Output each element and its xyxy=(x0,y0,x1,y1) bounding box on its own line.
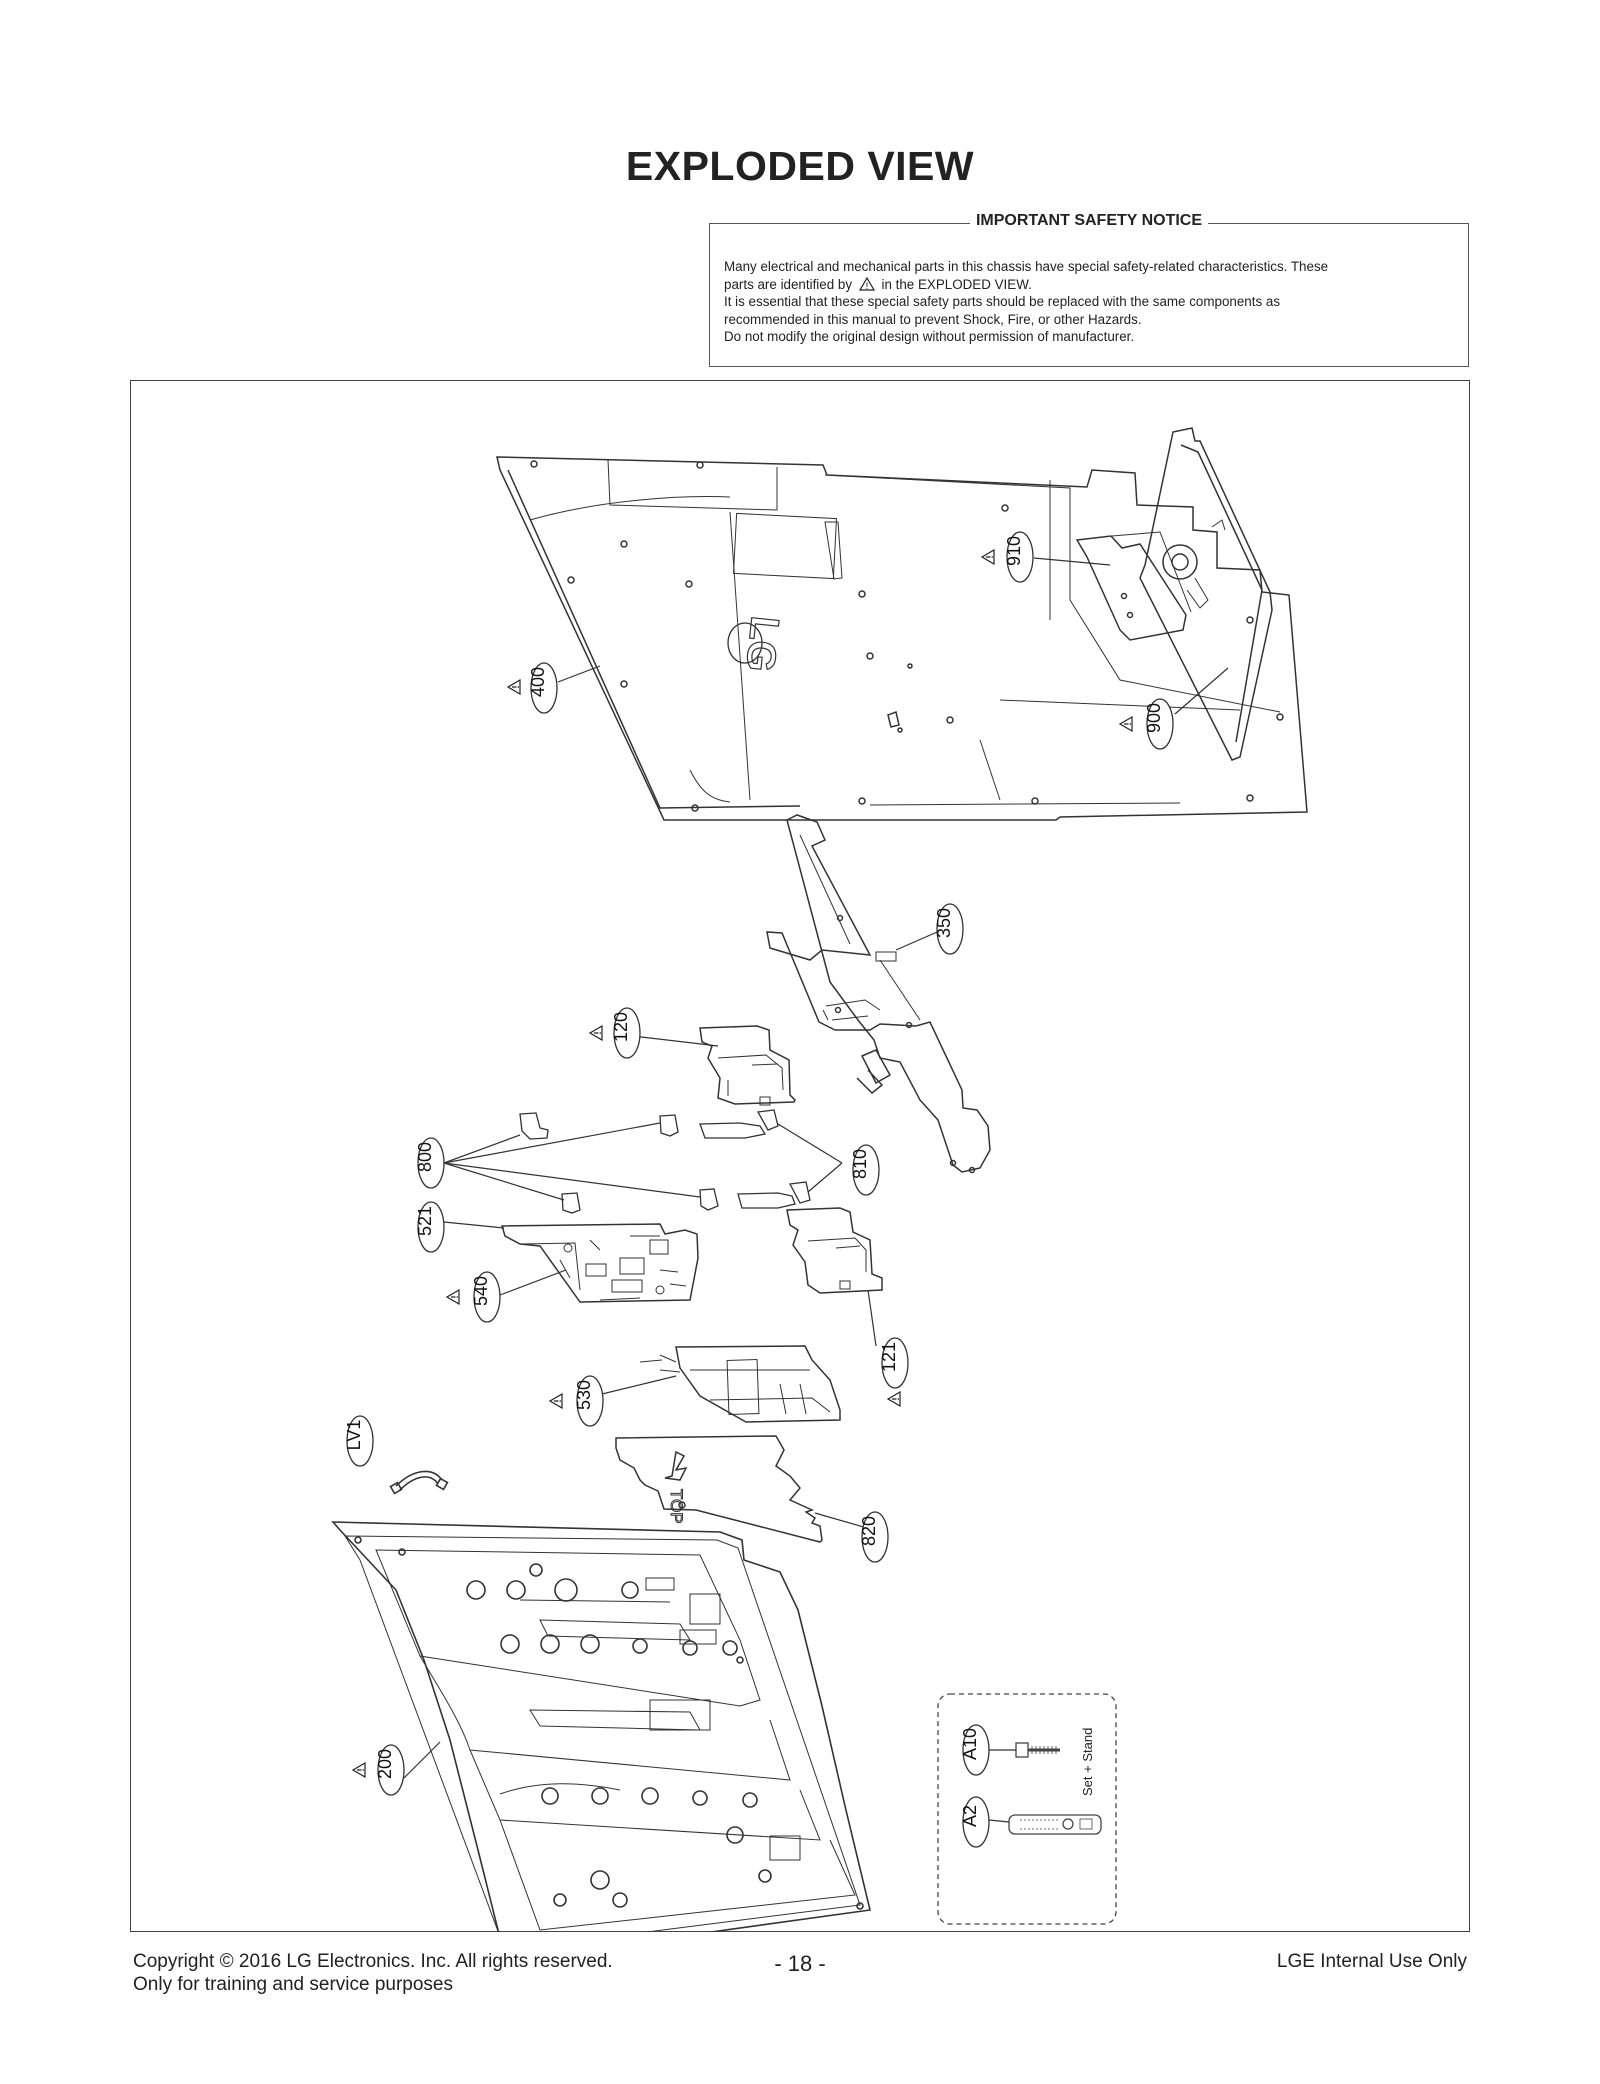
svg-text:530: 530 xyxy=(574,1380,594,1410)
footer-left: Copyright © 2016 LG Electronics. Inc. Al… xyxy=(133,1950,613,1996)
callout-121: 121 xyxy=(879,1337,909,1407)
warning-triangle-icon: ! xyxy=(858,276,875,291)
notice-line-4: recommended in this manual to prevent Sh… xyxy=(724,311,1142,327)
svg-text:810: 810 xyxy=(850,1149,870,1179)
page-title: EXPLODED VIEW xyxy=(625,143,975,189)
diagram-frame xyxy=(130,380,1470,1932)
back-cover-part: LG xyxy=(496,456,1308,821)
bracket-rail-part xyxy=(766,814,991,1174)
callout-900: 900 xyxy=(1119,698,1174,750)
svg-text:540: 540 xyxy=(471,1276,491,1306)
callouts: 400 910 900 350 120 800 810 xyxy=(344,531,1174,1848)
small-bracket-parts xyxy=(519,1109,811,1214)
screw-part xyxy=(1015,1742,1060,1758)
callout-910: 910 xyxy=(981,531,1034,583)
main-board-part xyxy=(500,1223,699,1303)
svg-text:LG: LG xyxy=(737,614,787,674)
accessories-box: Set + Stand xyxy=(937,1693,1117,1925)
display-module-part xyxy=(331,1521,871,1932)
page-number: - 18 - xyxy=(774,1951,826,1976)
svg-text:521: 521 xyxy=(415,1206,435,1236)
remote-control-part xyxy=(1008,1814,1102,1835)
safety-notice-box: IMPORTANT SAFETY NOTICE Many electrical … xyxy=(709,212,1469,367)
callout-a2: A2 xyxy=(960,1796,990,1848)
callout-lv1: LV1 xyxy=(344,1415,374,1467)
notice-line-3: It is essential that these special safet… xyxy=(724,294,1281,310)
callout-200: 200 xyxy=(352,1744,405,1796)
svg-text:121: 121 xyxy=(879,1342,899,1372)
callout-120: 120 xyxy=(589,1007,641,1059)
svg-text:400: 400 xyxy=(528,667,548,697)
svg-text:120: 120 xyxy=(611,1012,631,1042)
insulator-sheet-part: TOP xyxy=(615,1435,823,1543)
callout-530: 530 xyxy=(549,1375,604,1427)
callout-521: 521 xyxy=(415,1201,445,1253)
callout-400: 400 xyxy=(507,662,558,714)
svg-text:350: 350 xyxy=(934,908,954,938)
callout-a10: A10 xyxy=(960,1724,990,1776)
notice-line-5: Do not modify the original design withou… xyxy=(724,329,1135,345)
shield-bracket-121-part xyxy=(786,1207,883,1294)
svg-text:800: 800 xyxy=(415,1142,435,1172)
svg-text:910: 910 xyxy=(1004,536,1024,566)
svg-text:LV1: LV1 xyxy=(344,1420,364,1451)
shield-bracket-120-part xyxy=(699,1025,796,1106)
svg-text:A10: A10 xyxy=(960,1728,980,1760)
callout-350: 350 xyxy=(934,903,964,955)
safety-notice-text: Many electrical and mechanical parts in … xyxy=(724,258,1454,346)
svg-text:900: 900 xyxy=(1144,703,1164,733)
callout-800: 800 xyxy=(415,1137,445,1189)
callout-810: 810 xyxy=(850,1144,880,1196)
notice-line-2: parts are identified by ! in the EXPLODE… xyxy=(724,276,1454,294)
notice-line-2a: parts are identified by xyxy=(724,276,853,292)
leader-lines xyxy=(403,557,1229,1823)
power-board-part xyxy=(639,1345,841,1423)
footer-purpose: Only for training and service purposes xyxy=(133,1974,453,1995)
svg-text:TOP: TOP xyxy=(667,1489,686,1524)
lvds-cable-part xyxy=(389,1470,449,1495)
svg-text:!: ! xyxy=(866,281,869,291)
footer-copyright: Copyright © 2016 LG Electronics. Inc. Al… xyxy=(133,1951,613,1972)
footer-internal-use: LGE Internal Use Only xyxy=(1276,1951,1467,1972)
svg-text:A2: A2 xyxy=(960,1805,980,1827)
stand-part xyxy=(1075,427,1273,761)
safety-notice-heading: IMPORTANT SAFETY NOTICE xyxy=(969,212,1209,229)
notice-line-2b: in the EXPLODED VIEW. xyxy=(881,276,1032,292)
callout-820: 820 xyxy=(859,1511,889,1563)
svg-text:200: 200 xyxy=(375,1749,395,1779)
exploded-view-diagram: LG xyxy=(331,427,1308,1932)
svg-text:Set + Stand: Set + Stand xyxy=(1080,1728,1095,1796)
svg-text:820: 820 xyxy=(859,1516,879,1546)
notice-line-1: Many electrical and mechanical parts in … xyxy=(724,259,1329,274)
callout-540: 540 xyxy=(446,1271,501,1323)
